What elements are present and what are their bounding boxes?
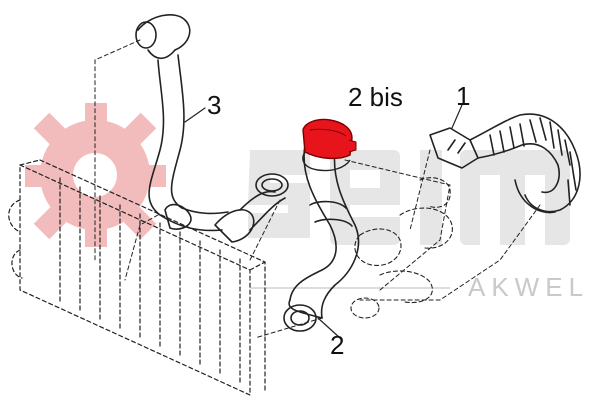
- part-2bis-clamp: [302, 118, 357, 172]
- callout-1: 1: [456, 81, 471, 111]
- engine-parts: [350, 177, 453, 319]
- hose-2: [283, 144, 360, 332]
- brand-letters: [248, 150, 570, 245]
- callout-2: 2: [330, 330, 345, 360]
- brand-text: AKWEL: [468, 272, 590, 302]
- callout-2bis: 2 bis: [348, 82, 403, 112]
- hose-3: [135, 14, 289, 243]
- callout-3: 3: [207, 90, 222, 120]
- callout-pointers: [184, 104, 463, 339]
- intercooler: [8, 159, 266, 396]
- leader-lines: [94, 39, 541, 339]
- hose-1: [429, 113, 581, 214]
